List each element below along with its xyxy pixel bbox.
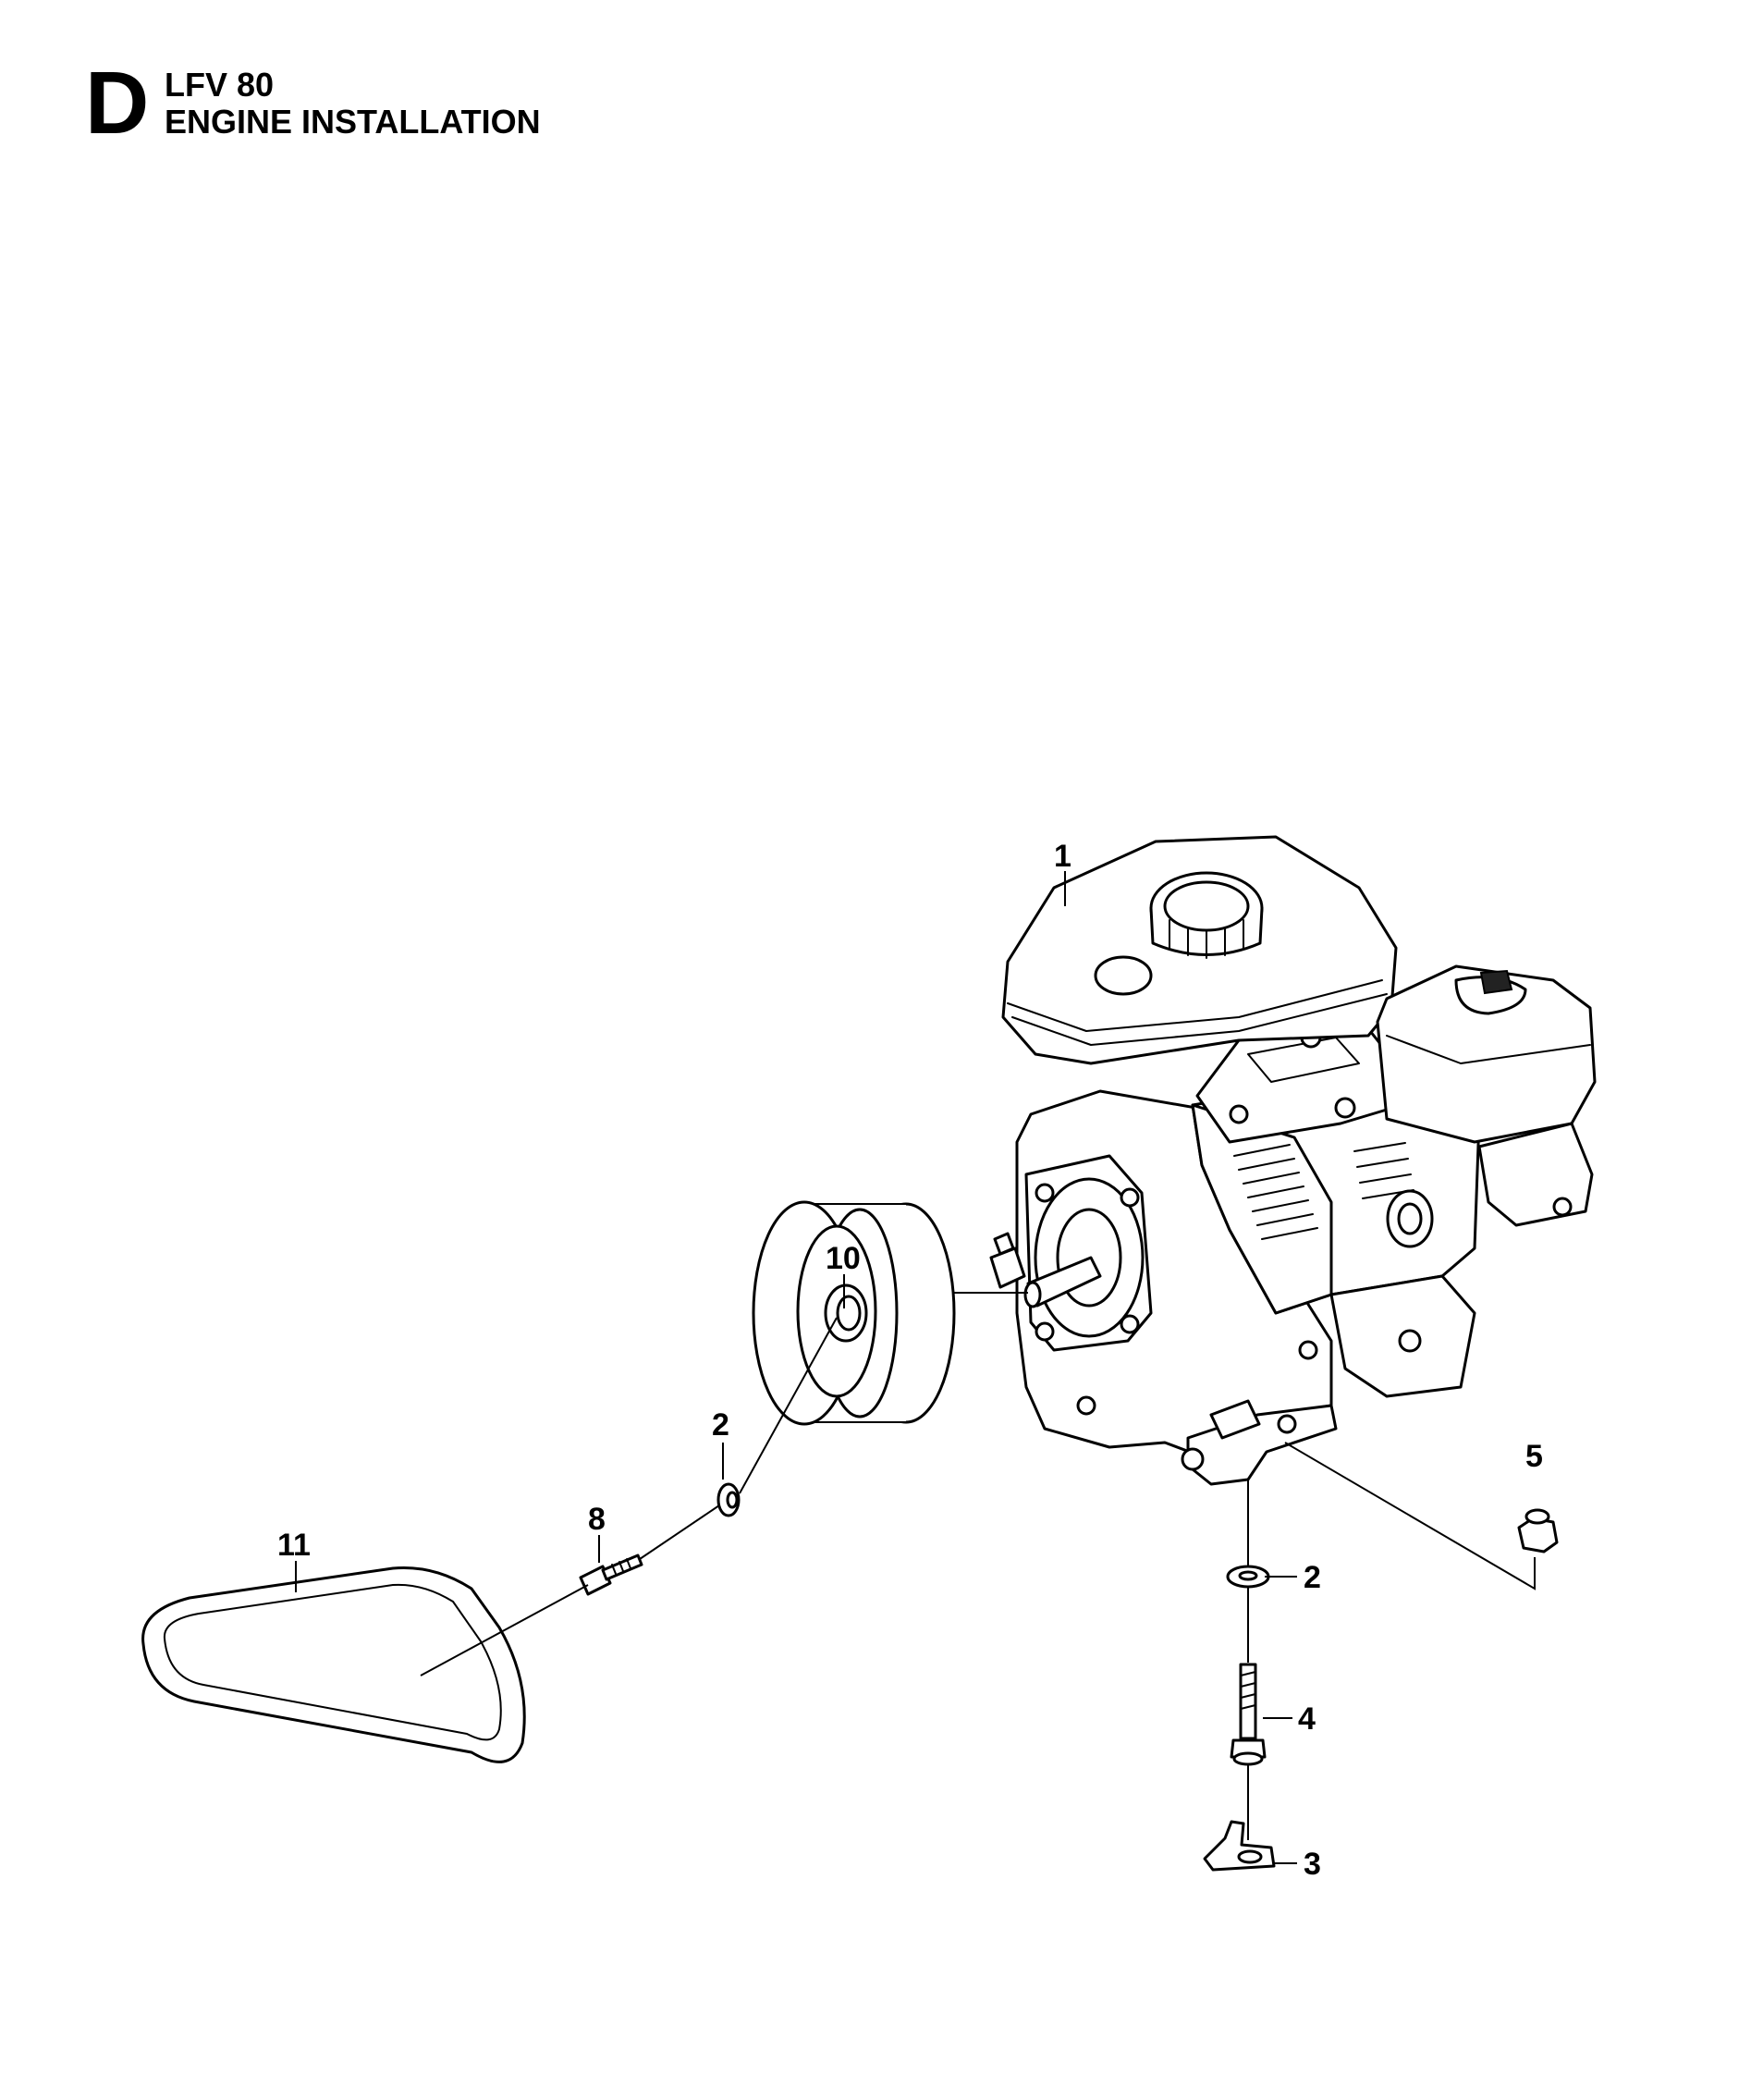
screw-pulley bbox=[579, 1554, 643, 1596]
washer-base bbox=[1226, 1565, 1270, 1589]
callout-8: 8 bbox=[588, 1502, 606, 1537]
section-title: ENGINE INSTALLATION bbox=[165, 103, 541, 141]
cooling-fins bbox=[1233, 1142, 1414, 1240]
hex-bolt bbox=[1230, 1663, 1267, 1766]
model-name: LFV 80 bbox=[165, 66, 275, 104]
section-letter: D bbox=[85, 54, 149, 153]
v-belt bbox=[141, 1566, 526, 1763]
callout-11: 11 bbox=[277, 1528, 311, 1563]
lock-plate bbox=[1203, 1820, 1276, 1872]
engine-assembly bbox=[989, 835, 1597, 1486]
callout-3: 3 bbox=[1304, 1847, 1321, 1882]
callout-10: 10 bbox=[826, 1241, 861, 1276]
assembly-lines bbox=[295, 871, 1536, 1864]
flange-nut bbox=[1517, 1508, 1559, 1554]
pulley bbox=[752, 1200, 956, 1426]
callout-2-base: 2 bbox=[1304, 1560, 1321, 1595]
washer-pulley bbox=[716, 1482, 741, 1517]
callout-2-pulley: 2 bbox=[712, 1407, 729, 1443]
callout-5: 5 bbox=[1525, 1439, 1543, 1474]
page-header: D LFV 80 ENGINE INSTALLATION bbox=[0, 0, 647, 157]
callout-1: 1 bbox=[1054, 839, 1071, 874]
callout-4: 4 bbox=[1298, 1701, 1316, 1737]
